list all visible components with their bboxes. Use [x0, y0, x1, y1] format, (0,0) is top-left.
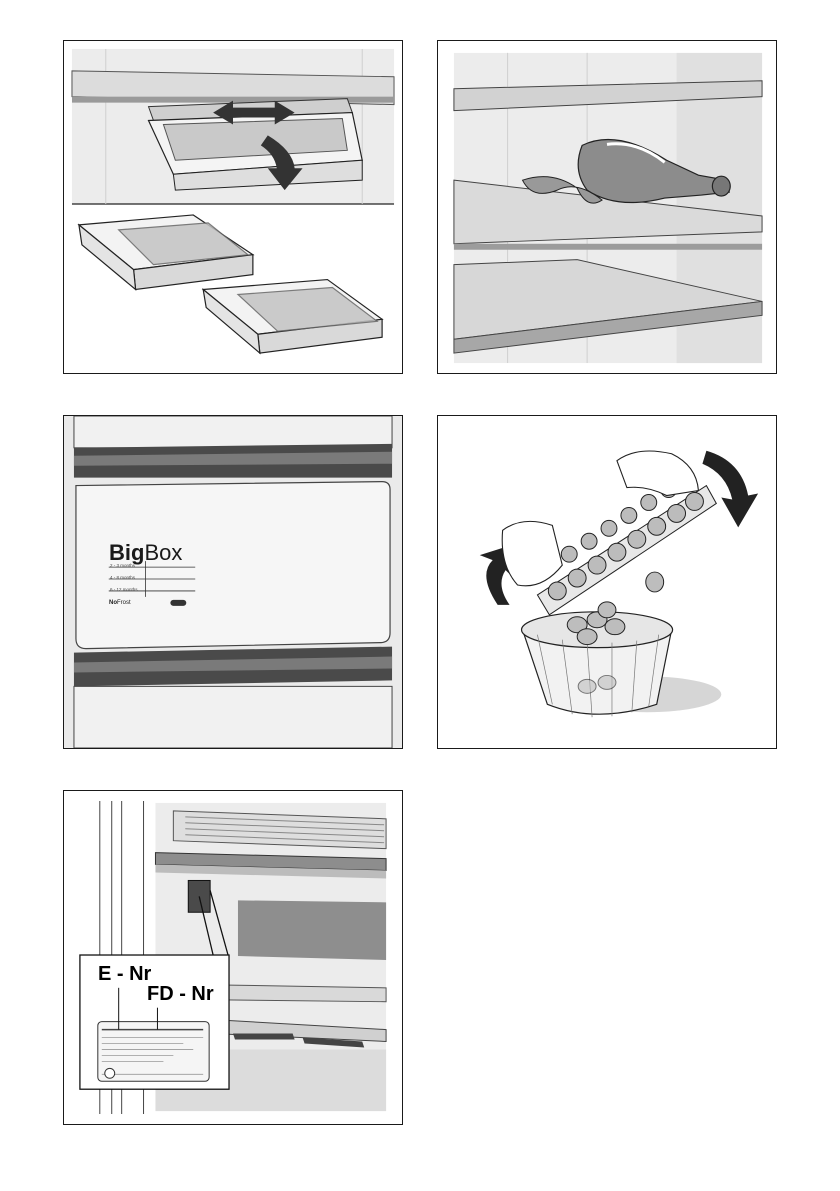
tray-right — [203, 280, 382, 354]
fd-nr-label: FD - Nr — [147, 983, 214, 1006]
nofrost-light: Frost — [117, 600, 131, 606]
storage-tray-illustration — [63, 40, 403, 374]
egg-tray-drawing — [438, 416, 776, 748]
storage-tray-drawing — [64, 41, 402, 373]
nofrost-logo: NoFrost — [109, 600, 131, 606]
bottle-shelf-illustration — [437, 40, 777, 374]
bigbox-row-3: 6 - 12 months — [110, 587, 138, 592]
bigbox-row-1: 2 - 3 months — [110, 563, 135, 568]
bigbox-drawer-illustration: BigBox 2 - 3 months 4 - 8 months 6 - 12 … — [63, 415, 403, 749]
rating-plate-drawing — [64, 791, 402, 1124]
bigbox-row-2: 4 - 8 months — [110, 575, 135, 580]
bigbox-brand-light: Box — [144, 540, 182, 565]
rating-plate-illustration: E - Nr FD - Nr — [63, 790, 403, 1125]
egg-tray-illustration — [437, 415, 777, 749]
bigbox-drawer-drawing — [64, 416, 402, 748]
tray-left — [79, 215, 253, 290]
e-nr-label: E - Nr — [98, 963, 151, 986]
bottle-shelf-drawing — [438, 41, 776, 373]
bigbox-brand-bold: Big — [109, 540, 144, 565]
rotate-arrow-right-icon — [702, 451, 758, 528]
nofrost-bold: No — [109, 600, 117, 606]
